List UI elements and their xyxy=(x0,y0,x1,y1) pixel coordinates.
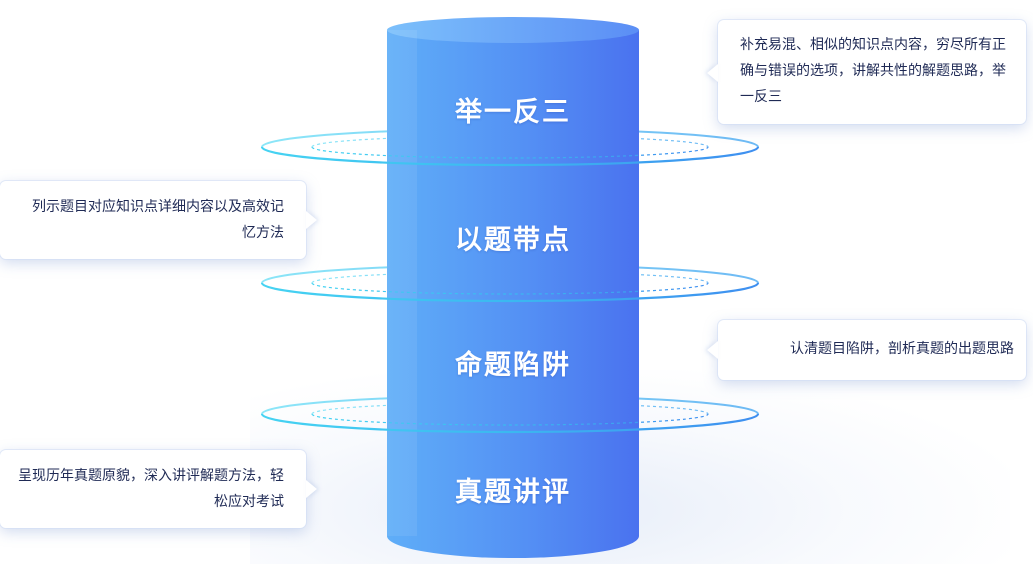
callout-text: 认清题目陷阱，剖析真题的出题思路 xyxy=(790,341,1014,357)
callout-bottom-left: 呈现历年真题原貌，深入讲评解题方法，轻松应对考试 xyxy=(0,450,317,528)
layer-label-4: 真题讲评 xyxy=(455,477,571,508)
layer-label-2: 以题带点 xyxy=(455,225,571,256)
callout-arrow xyxy=(306,480,317,498)
callout-text: 补充易混、相似的知识点内容，穷尽所有正确与错误的选项，讲解共性的解题思路，举一反… xyxy=(740,37,1006,105)
callout-arrow xyxy=(707,64,718,82)
layer-label-1: 举一反三 xyxy=(455,97,571,128)
callout-top-right: 补充易混、相似的知识点内容，穷尽所有正确与错误的选项，讲解共性的解题思路，举一反… xyxy=(707,20,1026,124)
callout-arrow xyxy=(707,341,718,359)
callout-mid-left: 列示题目对应知识点详细内容以及高效记忆方法 xyxy=(0,181,317,259)
ring-2-front xyxy=(260,282,760,303)
callout-mid-right: 认清题目陷阱，剖析真题的出题思路 xyxy=(707,320,1026,380)
callout-text: 呈现历年真题原貌，深入讲评解题方法，轻松应对考试 xyxy=(18,468,284,510)
cylinder-body xyxy=(387,17,639,558)
callout-text: 列示题目对应知识点详细内容以及高效记忆方法 xyxy=(32,199,284,241)
ring-3-front xyxy=(260,413,760,434)
callout-arrow xyxy=(306,211,317,229)
layer-label-3: 命题陷阱 xyxy=(455,350,571,381)
ring-1-front xyxy=(260,146,760,167)
